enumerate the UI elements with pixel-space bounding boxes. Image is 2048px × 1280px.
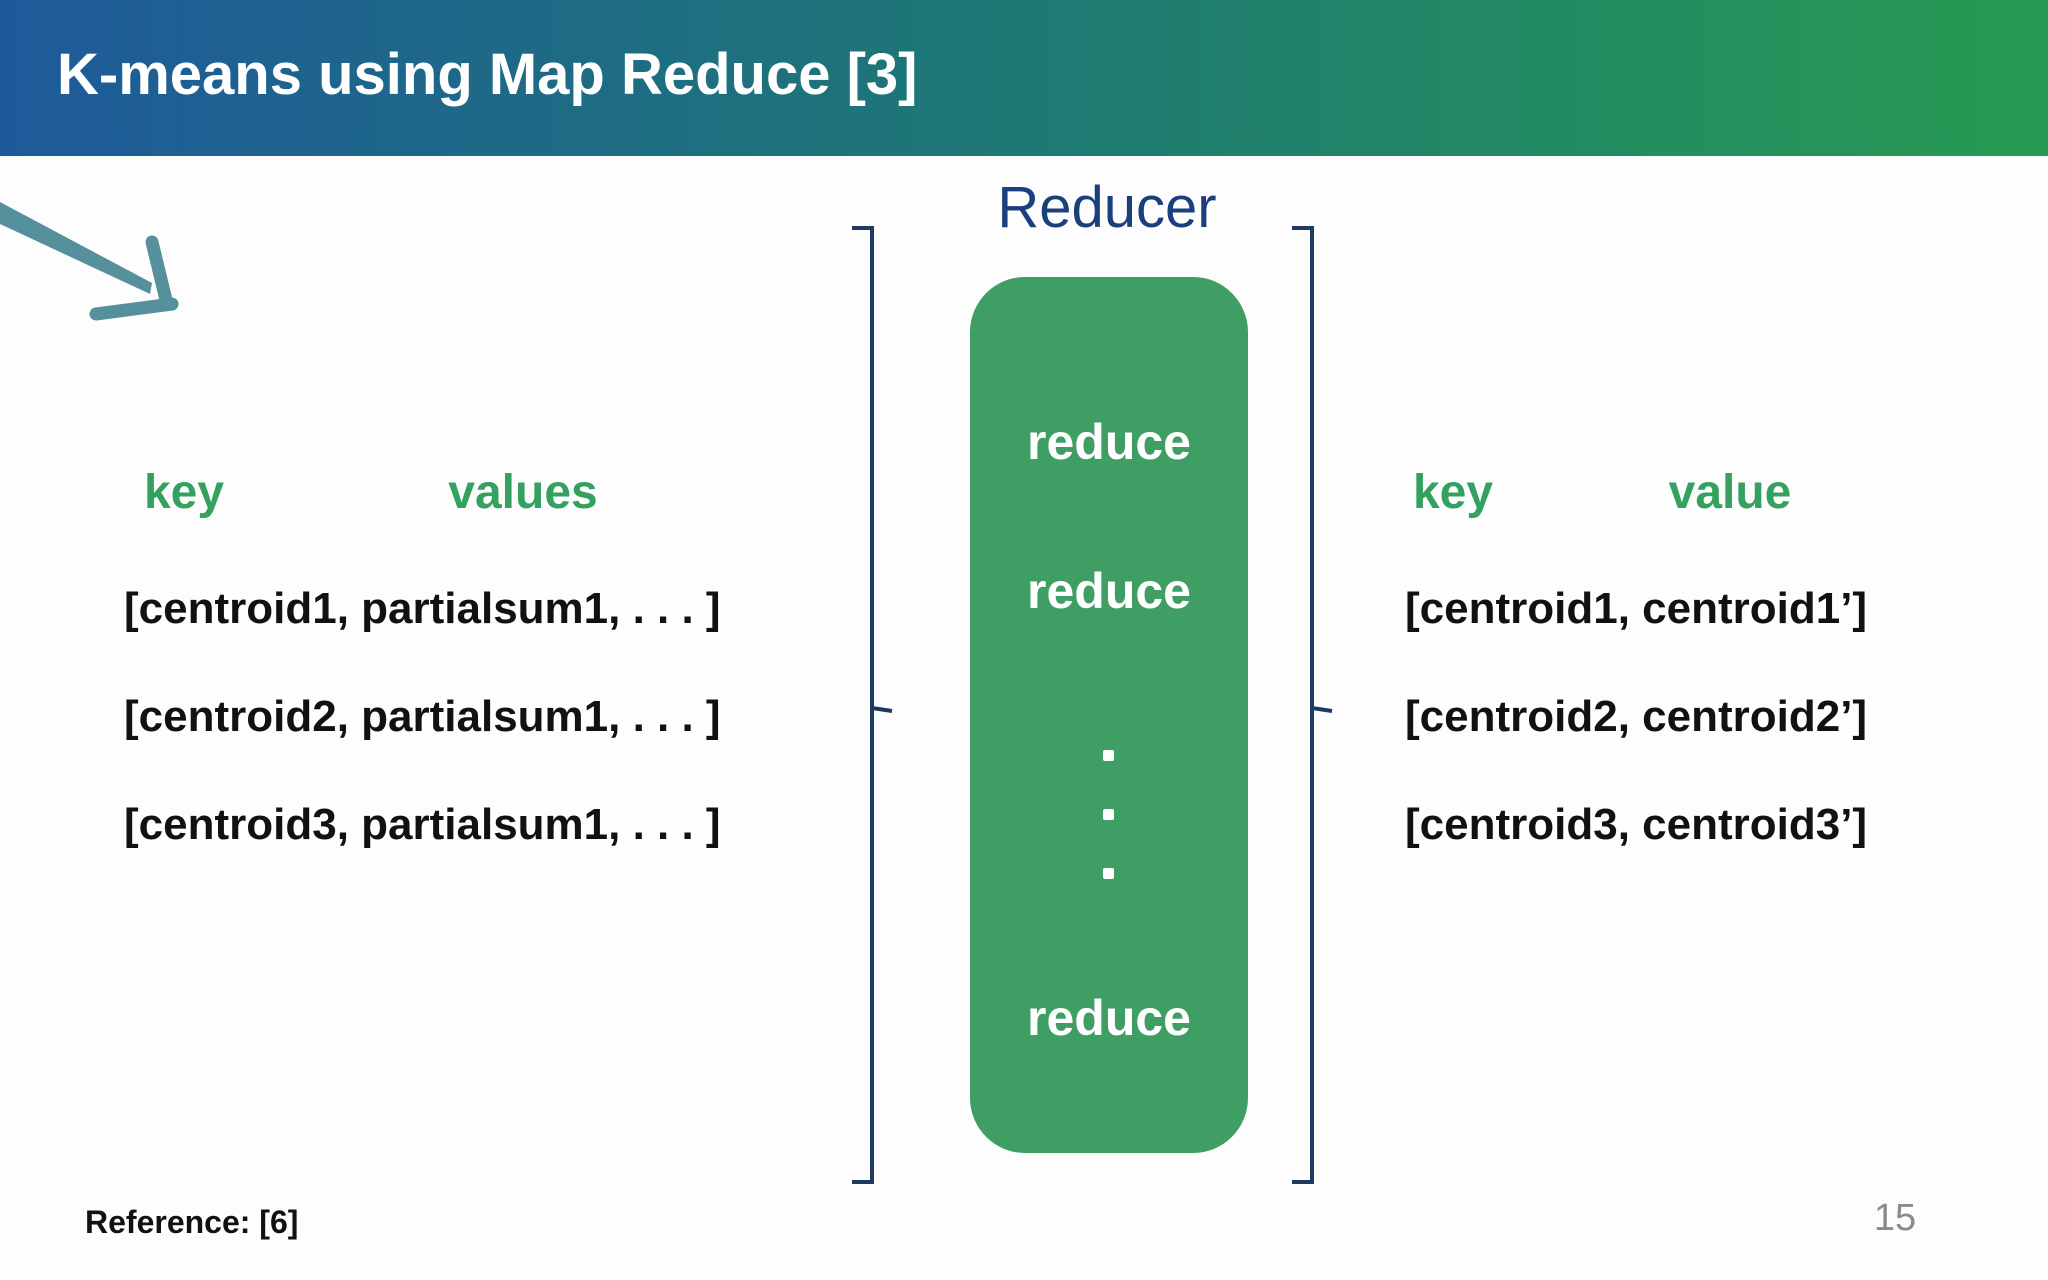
reference-text: Reference: [6] — [85, 1204, 299, 1240]
vertical-ellipsis-dot — [1103, 750, 1114, 761]
vertical-ellipsis-dot — [1103, 868, 1114, 879]
left-bracket-icon — [852, 226, 893, 1184]
reduce-box: reduce reduce reduce — [970, 277, 1248, 1153]
right-bracket-icon — [1292, 226, 1333, 1184]
table-row: [centroid1, partialsum1, . . . ] — [124, 584, 721, 633]
header-bar: K-means using Map Reduce [3] — [0, 0, 2048, 156]
table-row: [centroid3, centroid3’] — [1405, 800, 1868, 849]
column-header-key: key — [143, 466, 225, 519]
page-number: 15 — [1873, 1197, 1917, 1239]
table-row: [centroid3, partialsum1, . . . ] — [124, 800, 721, 849]
annotation-arrow-icon — [0, 202, 179, 321]
column-header-key: key — [1412, 466, 1494, 519]
reduce-step: reduce — [1027, 563, 1191, 619]
table-row: [centroid2, centroid2’] — [1405, 692, 1868, 741]
reducer-label: Reducer — [997, 175, 1217, 240]
table-row: [centroid2, partialsum1, . . . ] — [124, 692, 721, 741]
slide-title: K-means using Map Reduce [3] — [57, 42, 918, 107]
reduce-step: reduce — [1027, 990, 1191, 1046]
reduce-step: reduce — [1027, 414, 1191, 470]
table-row: [centroid1, centroid1’] — [1405, 584, 1868, 633]
column-header-values: values — [448, 466, 598, 519]
vertical-ellipsis-dot — [1103, 809, 1114, 820]
column-header-value: value — [1668, 466, 1792, 519]
